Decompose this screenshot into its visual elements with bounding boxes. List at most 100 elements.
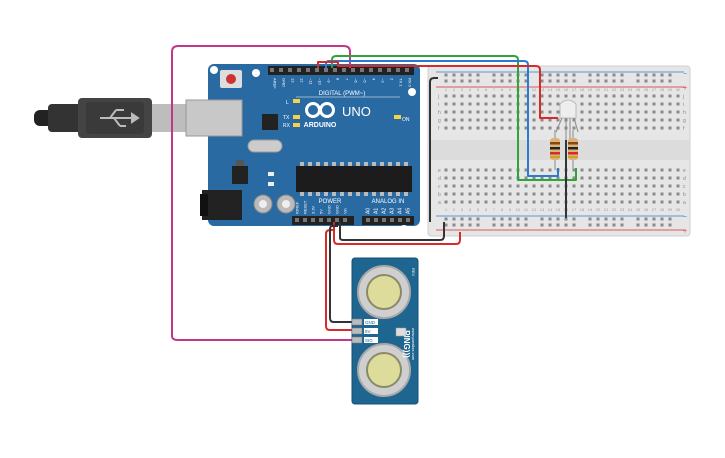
breadboard-hole <box>444 176 448 180</box>
breadboard-hole <box>668 110 672 114</box>
analog-pin-label: A1 <box>374 208 380 214</box>
breadboard-hole <box>652 118 656 122</box>
analog-pin-label: A5 <box>406 208 412 214</box>
breadboard-hole <box>628 192 632 196</box>
breadboard-hole <box>620 126 624 130</box>
breadboard-hole <box>508 168 512 172</box>
breadboard-hole <box>548 94 552 98</box>
arduino-model: UNO <box>342 104 371 119</box>
breadboard-hole <box>460 192 464 196</box>
wire-gnd-sensor <box>329 225 352 323</box>
breadboard-hole <box>556 102 560 106</box>
breadboard-hole <box>676 184 680 188</box>
usb-port <box>185 99 243 137</box>
rail-hole <box>572 217 576 221</box>
rail-hole <box>460 217 464 221</box>
row-label: i <box>438 102 439 108</box>
breadboard-hole <box>532 184 536 188</box>
breadboard-hole <box>540 192 544 196</box>
breadboard-hole <box>612 176 616 180</box>
breadboard-hole <box>612 184 616 188</box>
breadboard-hole <box>580 94 584 98</box>
breadboard-hole <box>652 102 656 106</box>
breadboard-hole <box>500 110 504 114</box>
column-number: 24 <box>628 207 633 212</box>
breadboard-hole <box>508 94 512 98</box>
breadboard-hole <box>468 118 472 122</box>
row-label: h <box>438 110 441 116</box>
breadboard-hole <box>596 200 600 204</box>
usb-icon <box>100 109 140 127</box>
analog-header <box>362 216 414 225</box>
breadboard-hole <box>500 200 504 204</box>
breadboard-hole <box>444 118 448 122</box>
chip-pin <box>332 192 336 196</box>
digital-pin-hole <box>315 68 319 72</box>
breadboard-hole <box>628 168 632 172</box>
breadboard-hole <box>572 118 576 122</box>
breadboard-hole <box>532 168 536 172</box>
breadboard-hole <box>668 126 672 130</box>
rail-hole <box>620 217 624 221</box>
column-number: 29 <box>668 87 673 92</box>
rail-hole <box>516 217 520 221</box>
power-pin-hole <box>311 218 315 222</box>
row-label: f <box>438 126 440 132</box>
column-number: 28 <box>660 87 665 92</box>
breadboard-hole <box>612 192 616 196</box>
breadboard-hole <box>620 168 624 172</box>
breadboard-hole <box>572 168 576 172</box>
breadboard-hole <box>580 168 584 172</box>
column-number: 5 <box>477 87 480 92</box>
digital-pin-hole <box>306 68 310 72</box>
breadboard-hole <box>620 110 624 114</box>
column-number: 12 <box>532 207 537 212</box>
rail-hole <box>508 73 512 77</box>
breadboard-hole <box>596 168 600 172</box>
breadboard-hole <box>636 168 640 172</box>
breadboard-hole <box>636 102 640 106</box>
breadboard-hole <box>452 126 456 130</box>
breadboard-hole <box>604 94 608 98</box>
power-pin-label: GND <box>335 205 340 214</box>
breadboard-hole <box>508 118 512 122</box>
breadboard-hole <box>612 118 616 122</box>
breadboard-hole <box>620 102 624 106</box>
breadboard-hole <box>484 110 488 114</box>
breadboard-hole <box>444 184 448 188</box>
wire-red-led <box>317 61 558 119</box>
resistor-1 <box>550 130 560 170</box>
breadboard-hole <box>452 94 456 98</box>
power-pin-label: 5V <box>319 209 324 214</box>
rail-hole <box>660 223 664 227</box>
digital-pin-hole <box>351 68 355 72</box>
chip-pin <box>308 192 312 196</box>
power-jack <box>202 190 242 220</box>
column-number: 3 <box>461 87 464 92</box>
breadboard-hole <box>644 110 648 114</box>
chip-pin <box>404 162 408 166</box>
column-number: 23 <box>620 87 625 92</box>
column-number: 24 <box>628 87 633 92</box>
breadboard-hole <box>484 118 488 122</box>
rail-hole <box>596 73 600 77</box>
breadboard-hole <box>540 110 544 114</box>
breadboard-hole <box>644 192 648 196</box>
breadboard-hole <box>524 110 528 114</box>
rail-hole <box>644 223 648 227</box>
breadboard-hole <box>668 94 672 98</box>
breadboard-hole <box>500 168 504 172</box>
breadboard-hole <box>644 184 648 188</box>
breadboard-hole <box>468 126 472 130</box>
breadboard-hole <box>500 118 504 122</box>
breadboard-hole <box>524 94 528 98</box>
rail-hole <box>660 79 664 83</box>
breadboard-hole <box>540 200 544 204</box>
breadboard-hole <box>636 192 640 196</box>
digital-pin-label: 13 <box>291 78 296 83</box>
breadboard-hole <box>548 176 552 180</box>
breadboard-hole <box>452 176 456 180</box>
rail-hole <box>572 79 576 83</box>
breadboard-hole <box>620 200 624 204</box>
chip-pin <box>316 192 320 196</box>
